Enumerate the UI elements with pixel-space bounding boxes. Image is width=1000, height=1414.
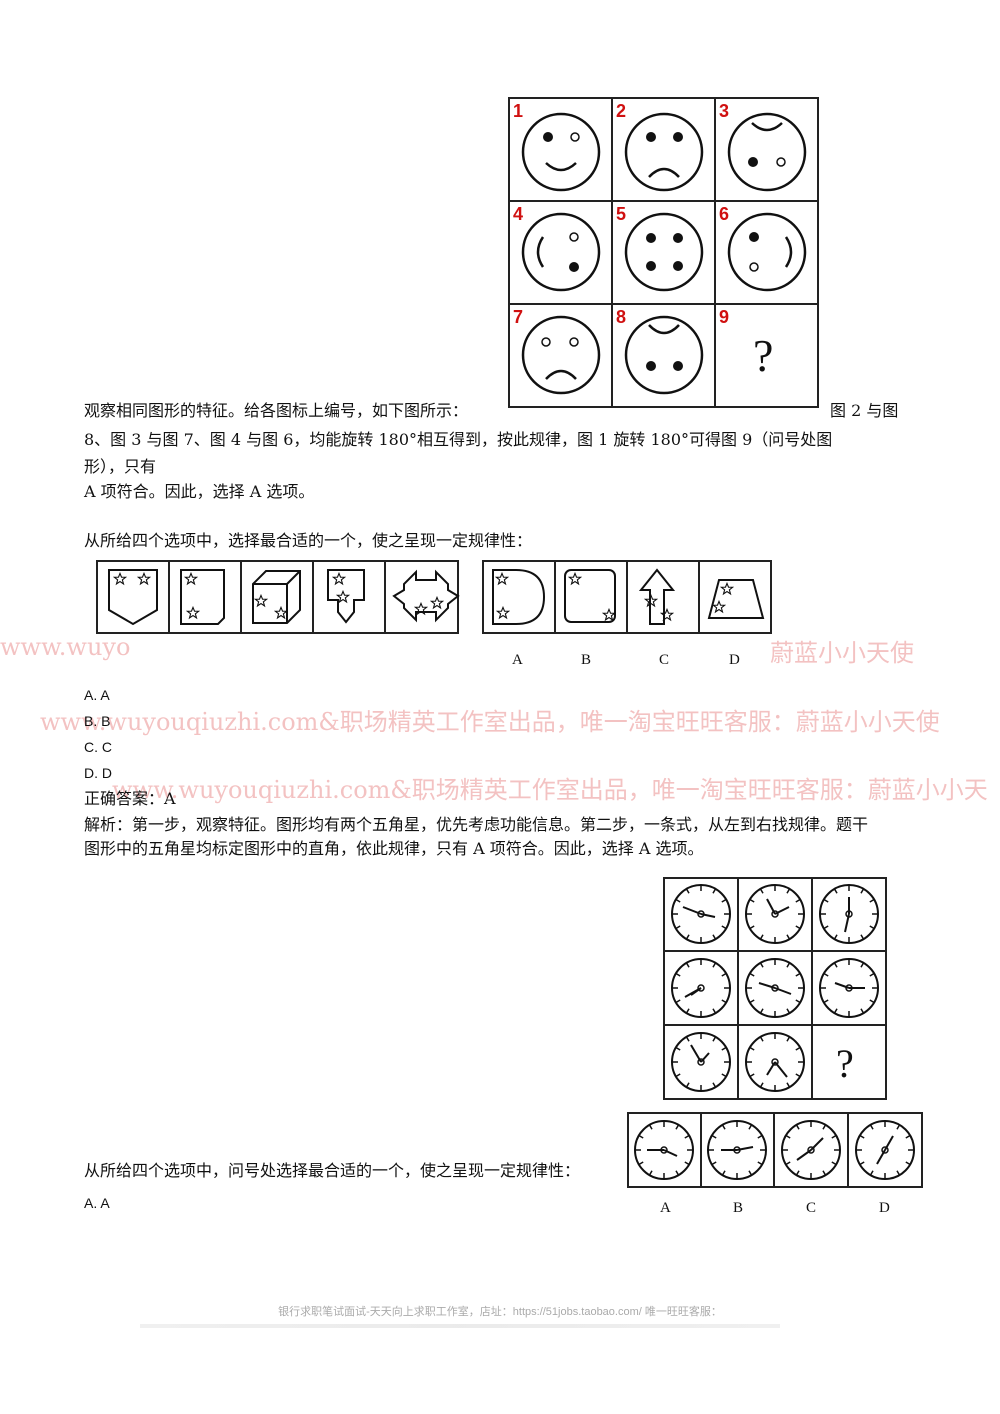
cell-number-3: 3: [719, 101, 729, 121]
q3-option-label-c: C: [806, 1200, 817, 1216]
question-mark: ?: [836, 1041, 854, 1086]
cell-number-2: 2: [616, 101, 626, 121]
q2-answer: 正确答案：A: [84, 789, 176, 808]
q1-explanation-line1-left: 观察相同图形的特征。给各图标上编号，如下图所示：: [84, 401, 469, 420]
q1-explanation-line3: 形），只有: [84, 457, 157, 476]
cell-number-4: 4: [513, 204, 523, 224]
cell-number-1: 1: [513, 101, 523, 121]
question-mark: ?: [753, 330, 773, 381]
q2-option-c[interactable]: C. C: [84, 739, 112, 755]
q2-analysis-line2: 图形中的五角星均标定图形中的直角，依此规律，只有 A 项符合。因此，选择 A 选…: [84, 839, 704, 858]
q2-prompt: 从所给四个选项中，选择最合适的一个，使之呈现一定规律性：: [84, 531, 533, 550]
q3-option-label-b: B: [733, 1200, 744, 1216]
watermark: www.wuyouqiuzhi.com&职场精英工作室出品，唯一淘宝旺旺客服：蔚…: [112, 776, 988, 804]
q3-option-a[interactable]: A. A: [84, 1195, 110, 1211]
watermark: 蔚蓝小小天使: [770, 639, 914, 667]
cell-number-6: 6: [719, 204, 729, 224]
cell-number-9: 9: [719, 307, 729, 327]
q3-prompt: 从所给四个选项中，问号处选择最合适的一个，使之呈现一定规律性：: [84, 1161, 581, 1180]
q2-option-label-b: B: [581, 652, 592, 668]
clock-grid-figure: ?: [663, 877, 887, 1100]
q1-explanation-line2: 8、图 3 与图 7、图 4 与图 6，均能旋转 180°相互得到，按此规律，图…: [84, 430, 833, 449]
watermark: www.wuyo: [0, 633, 131, 661]
q2-option-label-c: C: [659, 652, 670, 668]
q2-option-label-a: A: [512, 652, 523, 668]
q2-option-b[interactable]: B. B: [84, 713, 111, 729]
q2-figure: [96, 560, 772, 634]
footer-text: 银行求职笔试面试-天天向上求职工作室，店址：https://51jobs.tao…: [278, 1306, 722, 1318]
q1-explanation-line4: A 项符合。因此，选择 A 选项。: [84, 482, 315, 501]
footer-faded-line: [140, 1324, 780, 1328]
clock-options-figure: [627, 1112, 923, 1188]
q2-option-a[interactable]: A. A: [84, 687, 110, 703]
face-grid-figure: 1 2 3 4 5 6 7 8 9: [508, 97, 819, 408]
q2-option-d[interactable]: D. D: [84, 765, 112, 781]
q3-option-label-a: A: [660, 1200, 671, 1216]
watermark: www.wuyouqiuzhi.com&职场精英工作室出品，唯一淘宝旺旺客服：蔚…: [40, 708, 940, 736]
q3-option-label-d: D: [879, 1200, 890, 1216]
cell-number-5: 5: [616, 204, 626, 224]
q1-explanation-line1-right: 图 2 与图: [830, 401, 899, 420]
cell-number-7: 7: [513, 307, 523, 327]
q2-analysis-line1: 解析：第一步，观察特征。图形均有两个五角星，优先考虑功能信息。第二步，一条式，从…: [84, 815, 869, 834]
cell-number-8: 8: [616, 307, 626, 327]
q2-option-label-d: D: [729, 652, 740, 668]
